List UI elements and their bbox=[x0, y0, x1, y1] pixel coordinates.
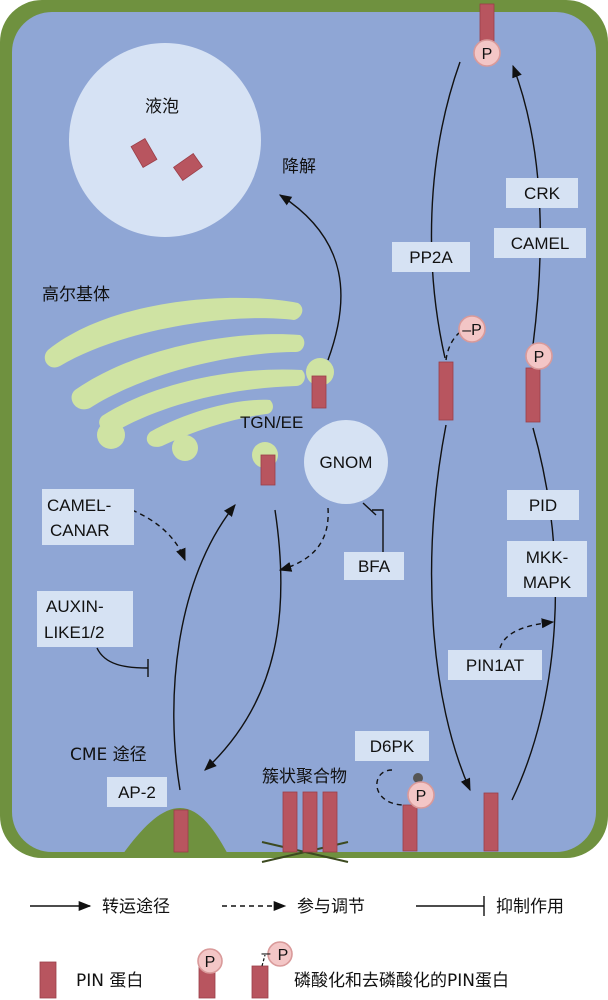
camel-canar-label-1: CAMEL- bbox=[47, 496, 111, 515]
degradation-label: 降解 bbox=[282, 157, 316, 177]
gnom-circle bbox=[304, 420, 388, 504]
mkk-label-1: MKK- bbox=[526, 548, 569, 567]
legend-regulation-label: 参与调节 bbox=[297, 897, 365, 917]
golgi-pin bbox=[311, 375, 327, 409]
endocytic-pin bbox=[173, 809, 189, 853]
legend-dephospho-sign: – bbox=[262, 945, 271, 962]
legend-phospho-label: P bbox=[205, 954, 216, 971]
camel-box bbox=[494, 228, 586, 258]
golgi-cisterna-4 bbox=[146, 399, 273, 447]
vacuole-pin-2 bbox=[173, 153, 203, 181]
legend-dephospho-letter: P bbox=[278, 947, 289, 964]
top-phospho-label: P bbox=[482, 46, 493, 63]
pin1at-regulation-arrow bbox=[499, 618, 555, 649]
ap2-label: AP-2 bbox=[118, 783, 156, 802]
phospho-pin-label: P bbox=[534, 349, 545, 366]
cluster-pin-1 bbox=[282, 791, 298, 853]
legend-inhibition-label: 抑制作用 bbox=[496, 897, 564, 917]
top-membrane-pin bbox=[479, 3, 495, 43]
minus-p-label: –P bbox=[462, 322, 482, 339]
d6pk-phospho-label: P bbox=[416, 788, 427, 805]
bfa-label: BFA bbox=[358, 557, 391, 576]
legend-transport-label: 转运途径 bbox=[102, 897, 170, 917]
mkk-box bbox=[507, 541, 587, 597]
vacuole-pin-1 bbox=[130, 138, 158, 168]
bfa-inhibition-bar bbox=[362, 502, 377, 516]
golgi-cisterna-2 bbox=[71, 334, 305, 410]
d6pk-phospho-circle bbox=[407, 781, 435, 809]
camel-canar-regulation-arrow bbox=[131, 509, 186, 562]
crk-box bbox=[506, 178, 578, 208]
gnom-regulation-arrow bbox=[278, 507, 329, 572]
golgi-cisterna-1 bbox=[44, 297, 303, 368]
pp2a-label: PP2A bbox=[409, 248, 453, 267]
minus-p-link bbox=[445, 329, 464, 361]
d6pk-dot bbox=[413, 773, 423, 783]
legend-pin-label: PIN 蛋白 bbox=[76, 971, 143, 991]
recycling-arrow bbox=[204, 509, 282, 771]
camel-canar-box bbox=[42, 489, 134, 545]
legend-phospho-circle bbox=[197, 948, 223, 974]
legend-dephospho-link bbox=[261, 954, 266, 967]
pp2a-box bbox=[392, 242, 470, 272]
top-phospho-circle bbox=[473, 39, 501, 67]
camel-label: CAMEL bbox=[511, 234, 570, 253]
golgi-vesicle-1 bbox=[97, 421, 125, 449]
endocytosis-arrow bbox=[173, 504, 236, 791]
dephosphorylation-path bbox=[430, 61, 461, 359]
bottom-right-pin bbox=[483, 792, 499, 852]
vacuole-label: 液泡 bbox=[145, 97, 179, 117]
legend-dephospho-circle bbox=[267, 941, 293, 967]
bfa-inhibition bbox=[372, 509, 384, 552]
camel-canar-label-2: CANAR bbox=[50, 521, 110, 540]
ap2-box bbox=[107, 777, 167, 807]
gnom-label: GNOM bbox=[320, 453, 373, 472]
mkk-label-2: MAPK bbox=[523, 573, 572, 592]
d6pk-label: D6PK bbox=[370, 737, 415, 756]
bfa-box bbox=[344, 552, 404, 580]
auxin-like-label-1: AUXIN- bbox=[46, 597, 104, 616]
d6pk-box bbox=[355, 731, 429, 761]
dephospho-pin bbox=[438, 361, 454, 421]
cluster-pin-2 bbox=[302, 791, 318, 853]
vacuole bbox=[69, 43, 261, 237]
d6pk-phospho-pin bbox=[402, 804, 418, 852]
cluster-label: 簇状聚合物 bbox=[262, 767, 347, 787]
golgi-cisterna-3 bbox=[99, 369, 305, 432]
minus-p-circle bbox=[458, 315, 486, 343]
pin1at-label: PIN1AT bbox=[466, 656, 524, 675]
golgi-vesicle-2 bbox=[172, 435, 198, 461]
phospho-pin bbox=[525, 367, 541, 423]
legend-pin-swatch bbox=[39, 961, 57, 999]
auxin-like-box bbox=[37, 591, 133, 647]
legend-phospho-pin-label: 磷酸化和去磷酸化的PIN蛋白 bbox=[294, 971, 509, 991]
legend-dephospho-pin-swatch bbox=[251, 965, 269, 999]
phospho-pin-circle bbox=[525, 342, 553, 370]
membrane-to-phospho-path bbox=[511, 427, 557, 801]
auxin-like-inhibition bbox=[96, 647, 149, 669]
auxin-like-label-2: LIKE1/2 bbox=[44, 623, 105, 642]
pin1at-box bbox=[448, 650, 542, 680]
crk-label: CRK bbox=[524, 184, 561, 203]
tgn-label: TGN/EE bbox=[240, 413, 303, 432]
cluster-pin-3 bbox=[322, 791, 338, 853]
tgn-pin bbox=[260, 454, 276, 486]
degradation-arrow bbox=[278, 194, 342, 361]
pid-box bbox=[507, 490, 579, 520]
pid-label: PID bbox=[529, 496, 557, 515]
cme-label: CME 途径 bbox=[70, 745, 147, 765]
golgi-label: 高尔基体 bbox=[42, 285, 110, 305]
dephospho-to-membrane-arrow bbox=[430, 424, 471, 792]
